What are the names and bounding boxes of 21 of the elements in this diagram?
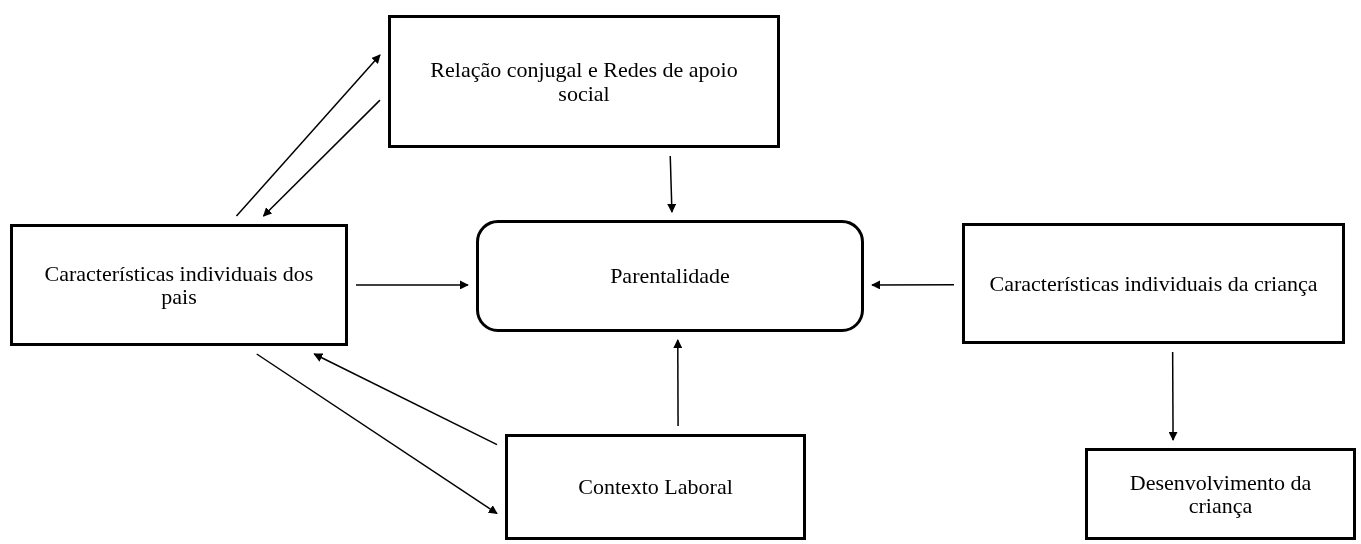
node-label: Desenvolvimento da criança — [1128, 470, 1313, 518]
process-box — [962, 223, 1345, 344]
arrow — [1168, 351, 1178, 441]
arrow — [313, 353, 498, 446]
arrow — [355, 280, 469, 290]
arrow — [256, 353, 498, 515]
process-box — [388, 15, 780, 148]
process-box — [505, 434, 806, 540]
process-box — [1085, 448, 1356, 540]
node-label: Características individuais da criança — [989, 271, 1318, 296]
arrow — [262, 99, 381, 217]
rounded-box — [476, 220, 864, 332]
arrow — [871, 280, 955, 290]
arrow — [673, 339, 683, 427]
node-label: Parentalidade — [610, 264, 730, 288]
node-label: Relação conjugal e Redes de apoio social — [429, 58, 739, 105]
node-label: Características individuais dos pais — [43, 261, 315, 309]
process-box — [10, 224, 348, 346]
node-label: Contexto Laboral — [578, 475, 733, 499]
arrow — [235, 54, 381, 217]
arrow — [667, 155, 677, 213]
